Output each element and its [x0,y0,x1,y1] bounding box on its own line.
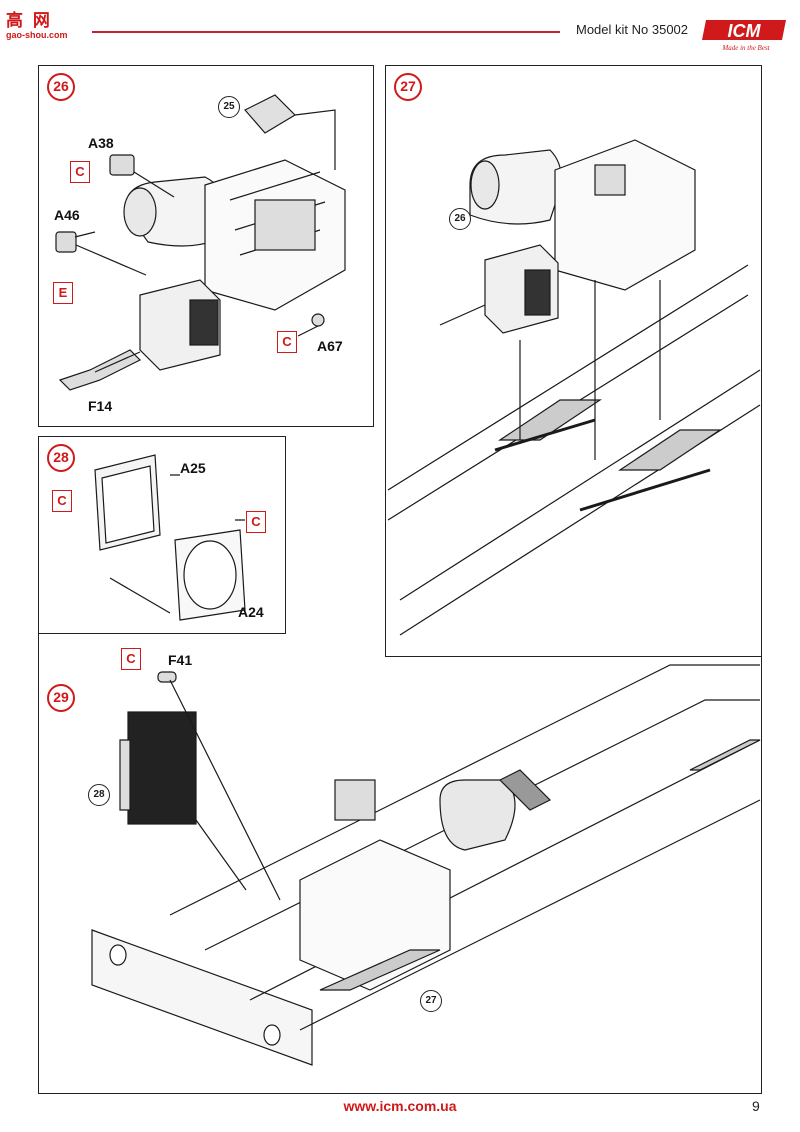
step-29-panel [38,436,762,1094]
site-logo: 高 网 gao-shou.com [4,6,76,40]
part-label-f14: F14 [88,398,113,414]
glue-mark-e: E [53,282,73,304]
icm-brand-logo: ICM Made in the Best [700,14,792,54]
step-27-chassis-drawing [387,139,761,636]
step-28-badge: 28 [47,444,75,472]
step-27-badge: 27 [394,73,422,101]
brand-name: ICM [728,21,762,41]
ref-badge-28: 28 [88,784,110,806]
ref-badge-27: 27 [420,990,442,1012]
header-rule [92,31,560,33]
part-label-f41: F41 [168,652,193,668]
glue-mark-c: C [52,490,72,512]
step-29-badge: 29 [47,684,75,712]
website-link[interactable]: www.icm.com.ua [343,1098,457,1114]
part-label-a67: A67 [317,338,343,354]
part-label-a24: A24 [238,604,264,620]
step-28-radiator-drawing [94,454,246,621]
model-kit-number: Model kit No 35002 [576,22,689,37]
glue-mark-c: C [277,331,297,353]
step-26-engine-drawing [55,94,346,391]
glue-mark-c: C [121,648,141,670]
step-26-badge: 26 [47,73,75,101]
glue-mark-c: C [70,161,90,183]
page-number: 9 [752,1098,760,1114]
part-label-a46: A46 [54,207,80,223]
glue-mark-c: C [246,511,266,533]
ref-badge-25: 25 [218,96,240,118]
ref-badge-26: 26 [449,208,471,230]
site-logo-text: 高 网 [6,11,52,31]
part-label-a25: A25 [180,460,206,476]
step-29-chassis-drawing [91,664,761,1066]
part-label-a38: A38 [88,135,114,151]
site-domain: gao-shou.com [6,30,68,40]
brand-tagline: Made in the Best [721,44,770,52]
